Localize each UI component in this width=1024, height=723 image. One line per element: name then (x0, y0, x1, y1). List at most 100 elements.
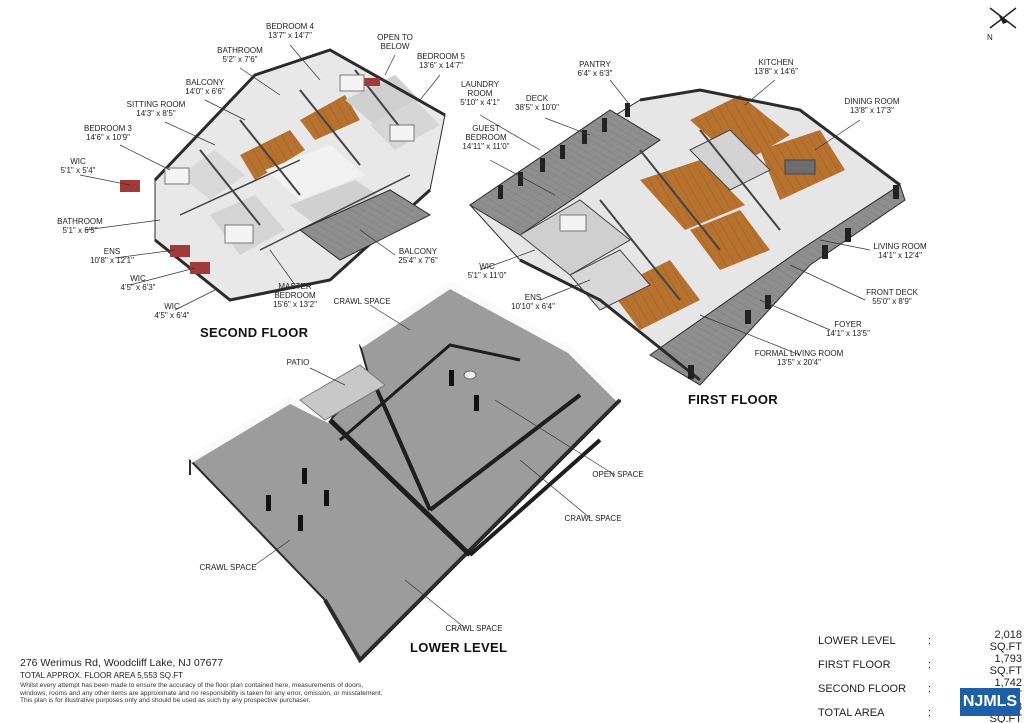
room-name: MASTER BEDROOM (274, 282, 316, 300)
room-dim: 55'0" x 8'9" (872, 297, 912, 306)
room-name: LAUNDRY ROOM (460, 80, 500, 98)
room-name: BATHROOM (217, 46, 263, 55)
area-sep: : (928, 683, 932, 695)
room-dim: 5'1" x 11'0" (467, 271, 507, 280)
room-name: OPEN TO BELOW (377, 33, 413, 51)
room-name: BATHROOM (57, 217, 103, 226)
room-name: WIC (164, 302, 180, 311)
second-floor-plan (120, 48, 446, 302)
room-dim: 5'1" x 5'4" (60, 166, 96, 175)
room-name: LIVING ROOM (873, 242, 927, 251)
room-dim: 5'1" x 6'5" (62, 226, 98, 235)
footer: 276 Werimus Rd, Woodcliff Lake, NJ 07677… (20, 657, 440, 705)
room-dim: 13'8" x 17'3" (850, 106, 894, 115)
room-dim: 14'1" x 12'4" (878, 251, 922, 260)
room-name: SITTING ROOM (126, 100, 186, 109)
area-label: SECOND FLOOR (818, 683, 907, 695)
property-address: 276 Werimus Rd, Woodcliff Lake, NJ 07677 (20, 657, 224, 669)
room-name: GUEST BEDROOM (465, 124, 507, 142)
room-name: WIC (70, 157, 86, 166)
room-dim: 14'0" x 6'6" (185, 87, 225, 96)
disclaimer: Whilst every attempt has been made to en… (20, 682, 440, 705)
room-name: BALCONY (398, 247, 438, 256)
room-name: OPEN SPACE (592, 470, 644, 479)
room-name: ENS (103, 247, 121, 256)
room-dim: 10'8" x 12'1" (90, 256, 134, 265)
compass-icon (989, 7, 1017, 29)
room-name: WIC (130, 274, 146, 283)
room-name: DECK (525, 94, 549, 103)
room-name: FRONT DECK (866, 288, 918, 297)
area-row: LOWER LEVEL: 2,018 SQ.FT (818, 629, 1022, 653)
room-name: BEDROOM 5 (416, 52, 466, 61)
room-name: FORMAL LIVING ROOM (754, 349, 844, 358)
area-value: 2,018 SQ.FT (989, 629, 1022, 653)
room-name: CRAWL SPACE (333, 297, 391, 306)
area-sep: : (928, 707, 932, 719)
room-dim: 5'2" x 7'6" (222, 55, 258, 64)
first-floor-plan (469, 88, 906, 386)
area-sep: : (928, 635, 932, 647)
room-name: PANTRY (579, 60, 611, 69)
room-name: CRAWL SPACE (564, 514, 622, 523)
room-dim: 14'11" x 11'0" (462, 142, 510, 151)
label-crawl-space-bottom: CRAWL SPACE (445, 624, 502, 633)
room-name: BEDROOM 3 (83, 124, 133, 133)
lower-level-plan (188, 280, 623, 664)
area-value: 1,793 SQ.FT (989, 653, 1022, 677)
room-dim: 14'6" x 10'9" (86, 133, 130, 142)
first-floor-leaders (479, 79, 871, 356)
label-open-space: OPEN SPACE (592, 470, 643, 479)
area-label: TOTAL AREA (818, 707, 885, 719)
room-dim: 5'10" x 4'1" (460, 98, 500, 107)
lower-level-title: LOWER LEVEL (410, 640, 508, 655)
disclaimer-line-2: windows, rooms and any other items are a… (20, 689, 383, 697)
area-label: LOWER LEVEL (818, 635, 896, 647)
room-dim: 4'5" x 6'3" (120, 283, 156, 292)
area-sep: : (928, 659, 932, 671)
room-name: ENS (524, 293, 542, 302)
room-dim: 25'4" x 7'6" (398, 256, 438, 265)
second-floor-title: SECOND FLOOR (200, 325, 309, 340)
lower-level-leaders (254, 304, 616, 629)
room-dim: 15'6" x 13'2" (273, 300, 317, 309)
room-name: DINING ROOM (844, 97, 900, 106)
room-dim: 13'8" x 14'6" (754, 67, 798, 76)
area-label: FIRST FLOOR (818, 659, 891, 671)
room-dim: 10'10" x 6'4" (511, 302, 555, 311)
room-name: KITCHEN (758, 58, 794, 67)
area-row: FIRST FLOOR: 1,793 SQ.FT (818, 653, 1022, 677)
room-name: PATIO (286, 358, 310, 367)
room-dim: 14'1" x 13'5" (826, 329, 870, 338)
first-floor-title: FIRST FLOOR (688, 392, 778, 407)
disclaimer-line-1: Whilst every attempt has been made to en… (20, 682, 364, 689)
second-floor-leaders (79, 44, 441, 311)
room-name: CRAWL SPACE (199, 563, 257, 572)
room-dim: 13'5" x 20'4" (777, 358, 821, 367)
label-crawl-space-left: CRAWL SPACE (199, 563, 256, 572)
room-name: BEDROOM 4 (265, 22, 315, 31)
